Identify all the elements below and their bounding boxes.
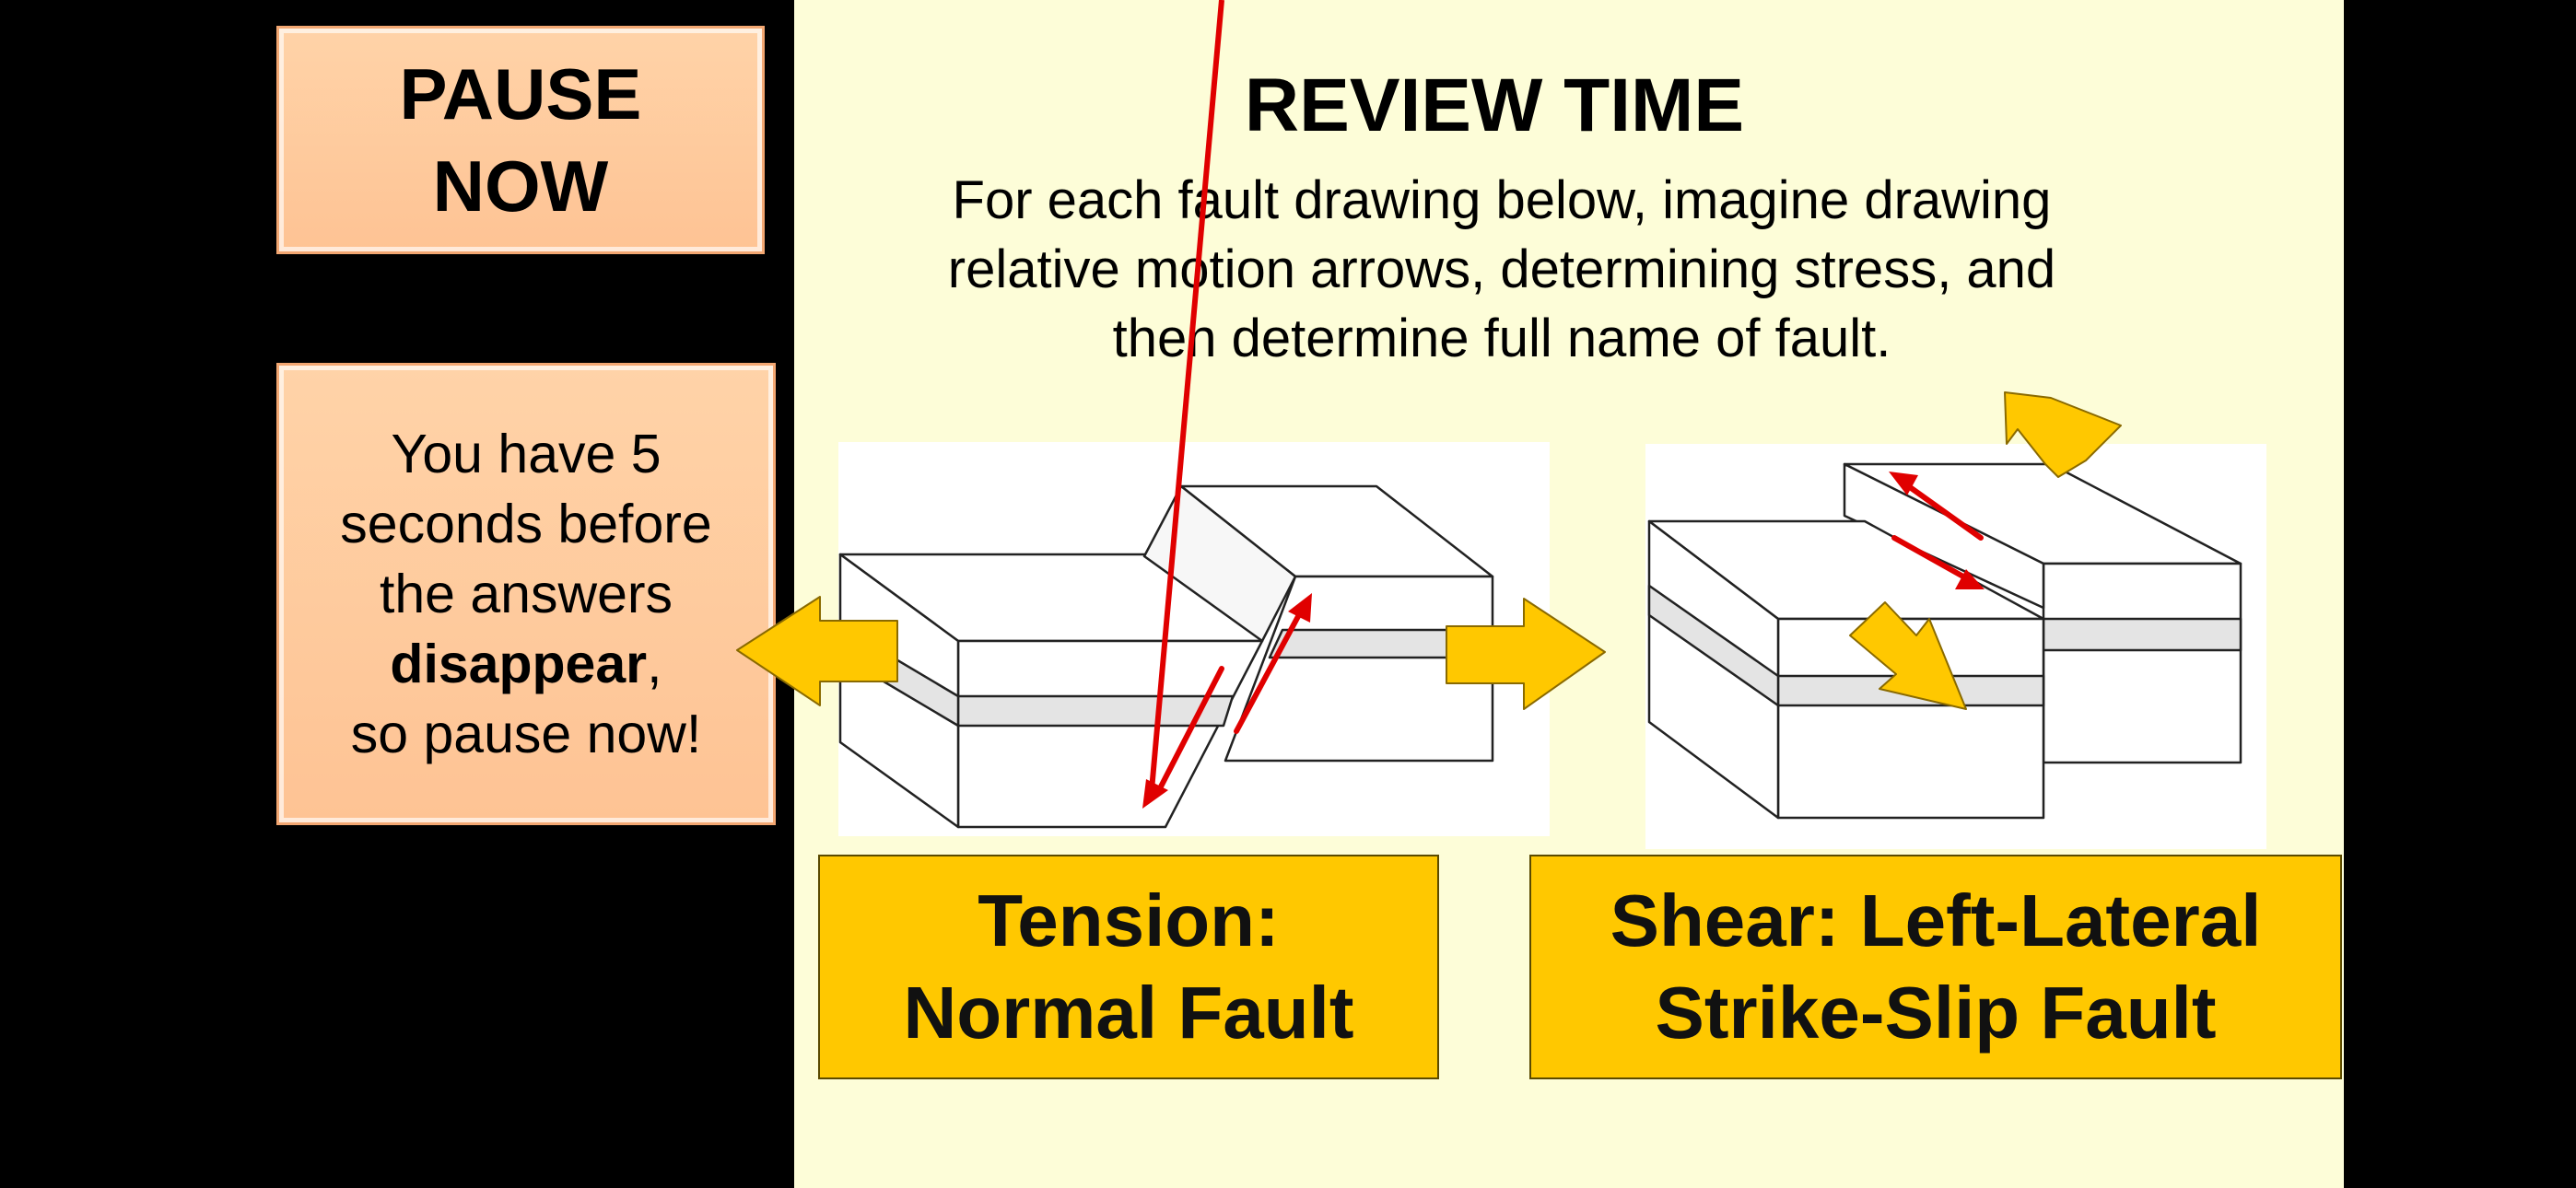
answer-strike-line-2: Strike-Slip Fault — [1655, 972, 2217, 1054]
pause-now-panel: PAUSE NOW — [276, 26, 765, 254]
normal-fault-diagram — [838, 442, 1550, 836]
slide-title: REVIEW TIME — [1244, 64, 1745, 147]
slide-instructions: For each fault drawing below, imagine dr… — [857, 166, 2147, 373]
notice-line-2: seconds before — [340, 494, 712, 554]
answer-normal-line-1: Tension: — [978, 879, 1280, 961]
notice-bold-word: disappear — [390, 634, 648, 694]
strike-slip-fault-diagram — [1645, 444, 2266, 849]
answer-strike-slip-fault: Shear: Left-Lateral Strike-Slip Fault — [1529, 855, 2342, 1079]
notice-line-1: You have 5 — [391, 424, 662, 484]
answer-strike-line-1: Shear: Left-Lateral — [1610, 879, 2262, 961]
instructions-line-1: For each fault drawing below, imagine dr… — [952, 170, 2052, 230]
instructions-line-2: relative motion arrows, determining stre… — [947, 239, 2056, 299]
pause-line-2: NOW — [432, 146, 609, 227]
answer-normal-fault: Tension: Normal Fault — [818, 855, 1439, 1079]
pause-line-1: PAUSE — [399, 53, 642, 134]
notice-line-5: so pause now! — [350, 704, 702, 764]
instructions-line-3: then determine full name of fault. — [1112, 309, 1891, 368]
answer-normal-line-2: Normal Fault — [903, 972, 1354, 1054]
countdown-notice-text: You have 5 seconds before the answers di… — [340, 419, 711, 769]
pause-title: PAUSE NOW — [400, 48, 642, 232]
notice-comma: , — [647, 634, 662, 694]
countdown-notice-panel: You have 5 seconds before the answers di… — [276, 363, 776, 825]
notice-line-3: the answers — [379, 564, 673, 624]
notice-line-4: disappear, — [340, 629, 711, 699]
